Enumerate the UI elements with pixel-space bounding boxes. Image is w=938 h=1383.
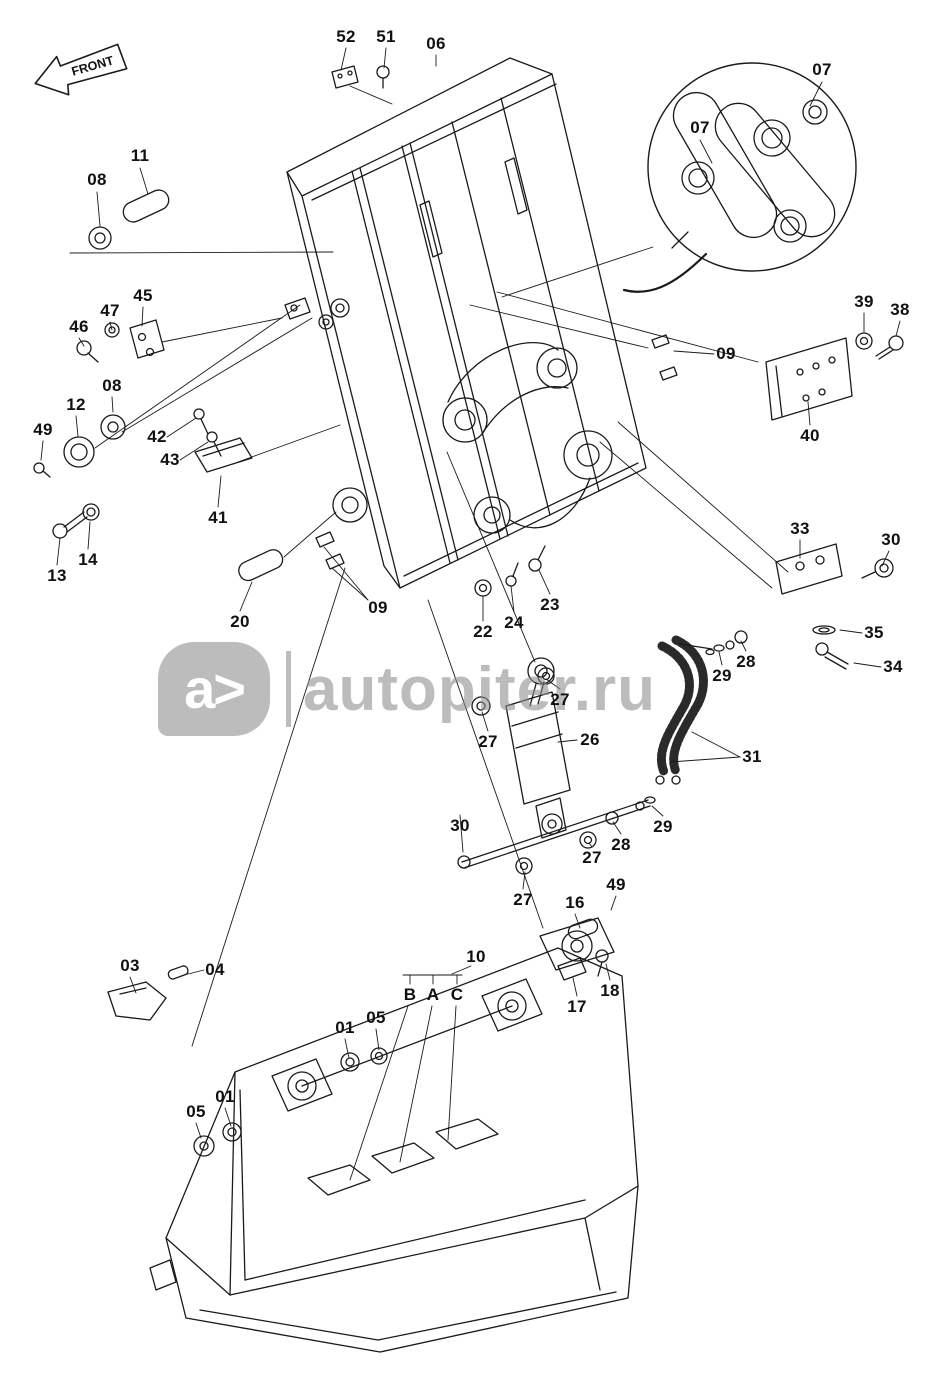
part-label-30: 30 xyxy=(881,530,901,549)
part-label-27: 27 xyxy=(582,848,602,867)
part-label-29: 29 xyxy=(653,817,673,836)
part-label-51: 51 xyxy=(376,27,396,46)
hydraulic-cylinder xyxy=(505,657,571,839)
part-label-41: 41 xyxy=(208,508,228,527)
part-label-49: 49 xyxy=(33,420,53,439)
part-label-17: 17 xyxy=(567,997,587,1016)
part-label-09: 09 xyxy=(368,598,388,617)
part-label-46: 46 xyxy=(69,317,89,336)
part-label-42: 42 xyxy=(147,427,167,446)
part-label-33: 33 xyxy=(790,519,810,538)
part-label-07: 07 xyxy=(690,118,710,137)
part-label-B: B xyxy=(403,985,417,1004)
part-label-03: 03 xyxy=(120,956,140,975)
part-label-27: 27 xyxy=(550,690,570,709)
part-label-26: 26 xyxy=(580,730,600,749)
part-label-01: 01 xyxy=(215,1087,235,1106)
part-label-38: 38 xyxy=(890,300,910,319)
part-label-20: 20 xyxy=(230,612,250,631)
part-label-14: 14 xyxy=(78,550,98,569)
part-label-09: 09 xyxy=(716,344,736,363)
front-direction-indicator: FRONT xyxy=(26,32,138,114)
part-label-24: 24 xyxy=(504,613,524,632)
part-label-08: 08 xyxy=(102,376,122,395)
part-label-23: 23 xyxy=(540,595,560,614)
main-frame xyxy=(284,57,647,589)
part-label-22: 22 xyxy=(473,622,493,641)
part-label-45: 45 xyxy=(133,286,153,305)
part-label-35: 35 xyxy=(864,623,884,642)
leader-lines xyxy=(40,47,901,1181)
part-label-43: 43 xyxy=(160,450,180,469)
part-label-06: 06 xyxy=(426,34,446,53)
bucket xyxy=(149,947,639,1353)
part-label-05: 05 xyxy=(366,1008,386,1027)
detail-circle xyxy=(622,62,857,293)
part-label-31: 31 xyxy=(742,747,762,766)
part-label-12: 12 xyxy=(66,395,86,414)
part-label-52: 52 xyxy=(336,27,356,46)
part-label-10: 10 xyxy=(466,947,486,966)
part-label-27: 27 xyxy=(513,890,533,909)
part-label-16: 16 xyxy=(565,893,585,912)
part-label-08: 08 xyxy=(87,170,107,189)
part-label-05: 05 xyxy=(186,1102,206,1121)
part-label-A: A xyxy=(426,985,440,1004)
part-label-28: 28 xyxy=(736,652,756,671)
part-label-11: 11 xyxy=(130,146,150,165)
part-label-47: 47 xyxy=(100,301,120,320)
part-label-30: 30 xyxy=(450,816,470,835)
part-label-34: 34 xyxy=(883,657,903,676)
part-label-13: 13 xyxy=(47,566,67,585)
part-label-18: 18 xyxy=(600,981,620,1000)
front-arrow-icon: FRONT xyxy=(34,43,128,96)
part-label-28: 28 xyxy=(611,835,631,854)
part-label-01: 01 xyxy=(335,1018,355,1037)
part-label-04: 04 xyxy=(205,960,225,979)
part-label-39: 39 xyxy=(854,292,874,311)
part-label-27: 27 xyxy=(478,732,498,751)
part-label-29: 29 xyxy=(712,666,732,685)
part-label-40: 40 xyxy=(800,426,820,445)
part-label-07: 07 xyxy=(812,60,832,79)
part-label-C: C xyxy=(450,985,464,1004)
part-label-49: 49 xyxy=(606,875,626,894)
hoses xyxy=(655,635,713,785)
